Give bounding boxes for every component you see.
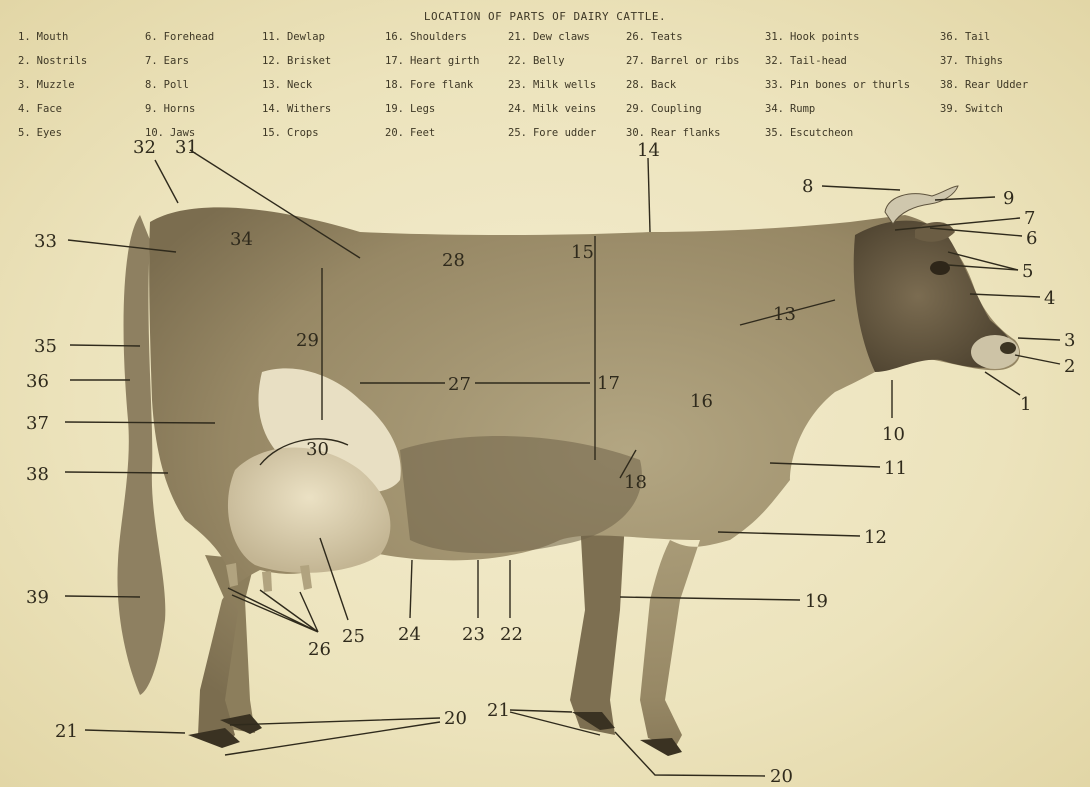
callout-28: 28 <box>442 250 465 271</box>
leader-39 <box>65 596 140 597</box>
callout-34: 34 <box>230 229 253 250</box>
callout-27: 27 <box>448 374 471 395</box>
callout-9: 9 <box>1003 188 1014 209</box>
leader-21a <box>85 730 185 733</box>
leader-20b <box>615 732 765 776</box>
callout-21-fore: 21 <box>487 700 510 721</box>
callout-14: 14 <box>637 140 660 161</box>
leader-2 <box>1015 355 1060 364</box>
callout-3: 3 <box>1064 330 1075 351</box>
callout-31: 31 <box>175 137 198 158</box>
leader-32 <box>155 160 178 203</box>
leader-3 <box>1018 338 1060 340</box>
callout-30: 30 <box>306 439 329 460</box>
leader-14 <box>648 158 650 232</box>
leader-20a <box>225 718 440 755</box>
callout-19: 19 <box>805 591 828 612</box>
callout-15: 15 <box>571 242 594 263</box>
leader-19 <box>620 597 800 600</box>
callout-1: 1 <box>1020 394 1031 415</box>
callout-35: 35 <box>34 336 57 357</box>
callout-37: 37 <box>26 413 49 434</box>
callout-13: 13 <box>773 304 796 325</box>
leader-37 <box>65 422 215 423</box>
leader-12 <box>718 532 860 536</box>
callout-7: 7 <box>1024 208 1035 229</box>
teat-2 <box>262 571 272 592</box>
callout-32: 32 <box>133 137 156 158</box>
callout-23: 23 <box>462 624 485 645</box>
leader-1 <box>985 372 1020 395</box>
leader-38 <box>65 472 168 473</box>
fore-leg-far <box>570 520 625 735</box>
callout-21-rear: 21 <box>55 721 78 742</box>
callout-10: 10 <box>882 424 905 445</box>
callout-18: 18 <box>624 472 647 493</box>
callout-4: 4 <box>1044 288 1055 309</box>
horn-shape <box>885 186 958 224</box>
eye-shape <box>930 261 950 275</box>
leader-4 <box>970 294 1040 297</box>
callout-6: 6 <box>1026 228 1037 249</box>
callout-36: 36 <box>26 371 49 392</box>
callout-5: 5 <box>1022 261 1033 282</box>
callout-24: 24 <box>398 624 421 645</box>
callout-39: 39 <box>26 587 49 608</box>
leader-8 <box>822 186 900 190</box>
callout-8: 8 <box>802 176 813 197</box>
callout-16: 16 <box>690 391 713 412</box>
callout-11: 11 <box>884 458 907 479</box>
callout-20-fore: 20 <box>770 766 793 787</box>
leader-24 <box>410 560 412 618</box>
callout-22: 22 <box>500 624 523 645</box>
callout-25: 25 <box>342 626 365 647</box>
callout-33: 33 <box>34 231 57 252</box>
callout-38: 38 <box>26 464 49 485</box>
callout-17: 17 <box>597 373 620 394</box>
callout-26: 26 <box>308 639 331 660</box>
leader-35 <box>70 345 140 346</box>
callout-29: 29 <box>296 330 319 351</box>
nostril-shape <box>1000 342 1016 354</box>
callout-20-rear: 20 <box>444 708 467 729</box>
callout-12: 12 <box>864 527 887 548</box>
callout-2: 2 <box>1064 356 1075 377</box>
